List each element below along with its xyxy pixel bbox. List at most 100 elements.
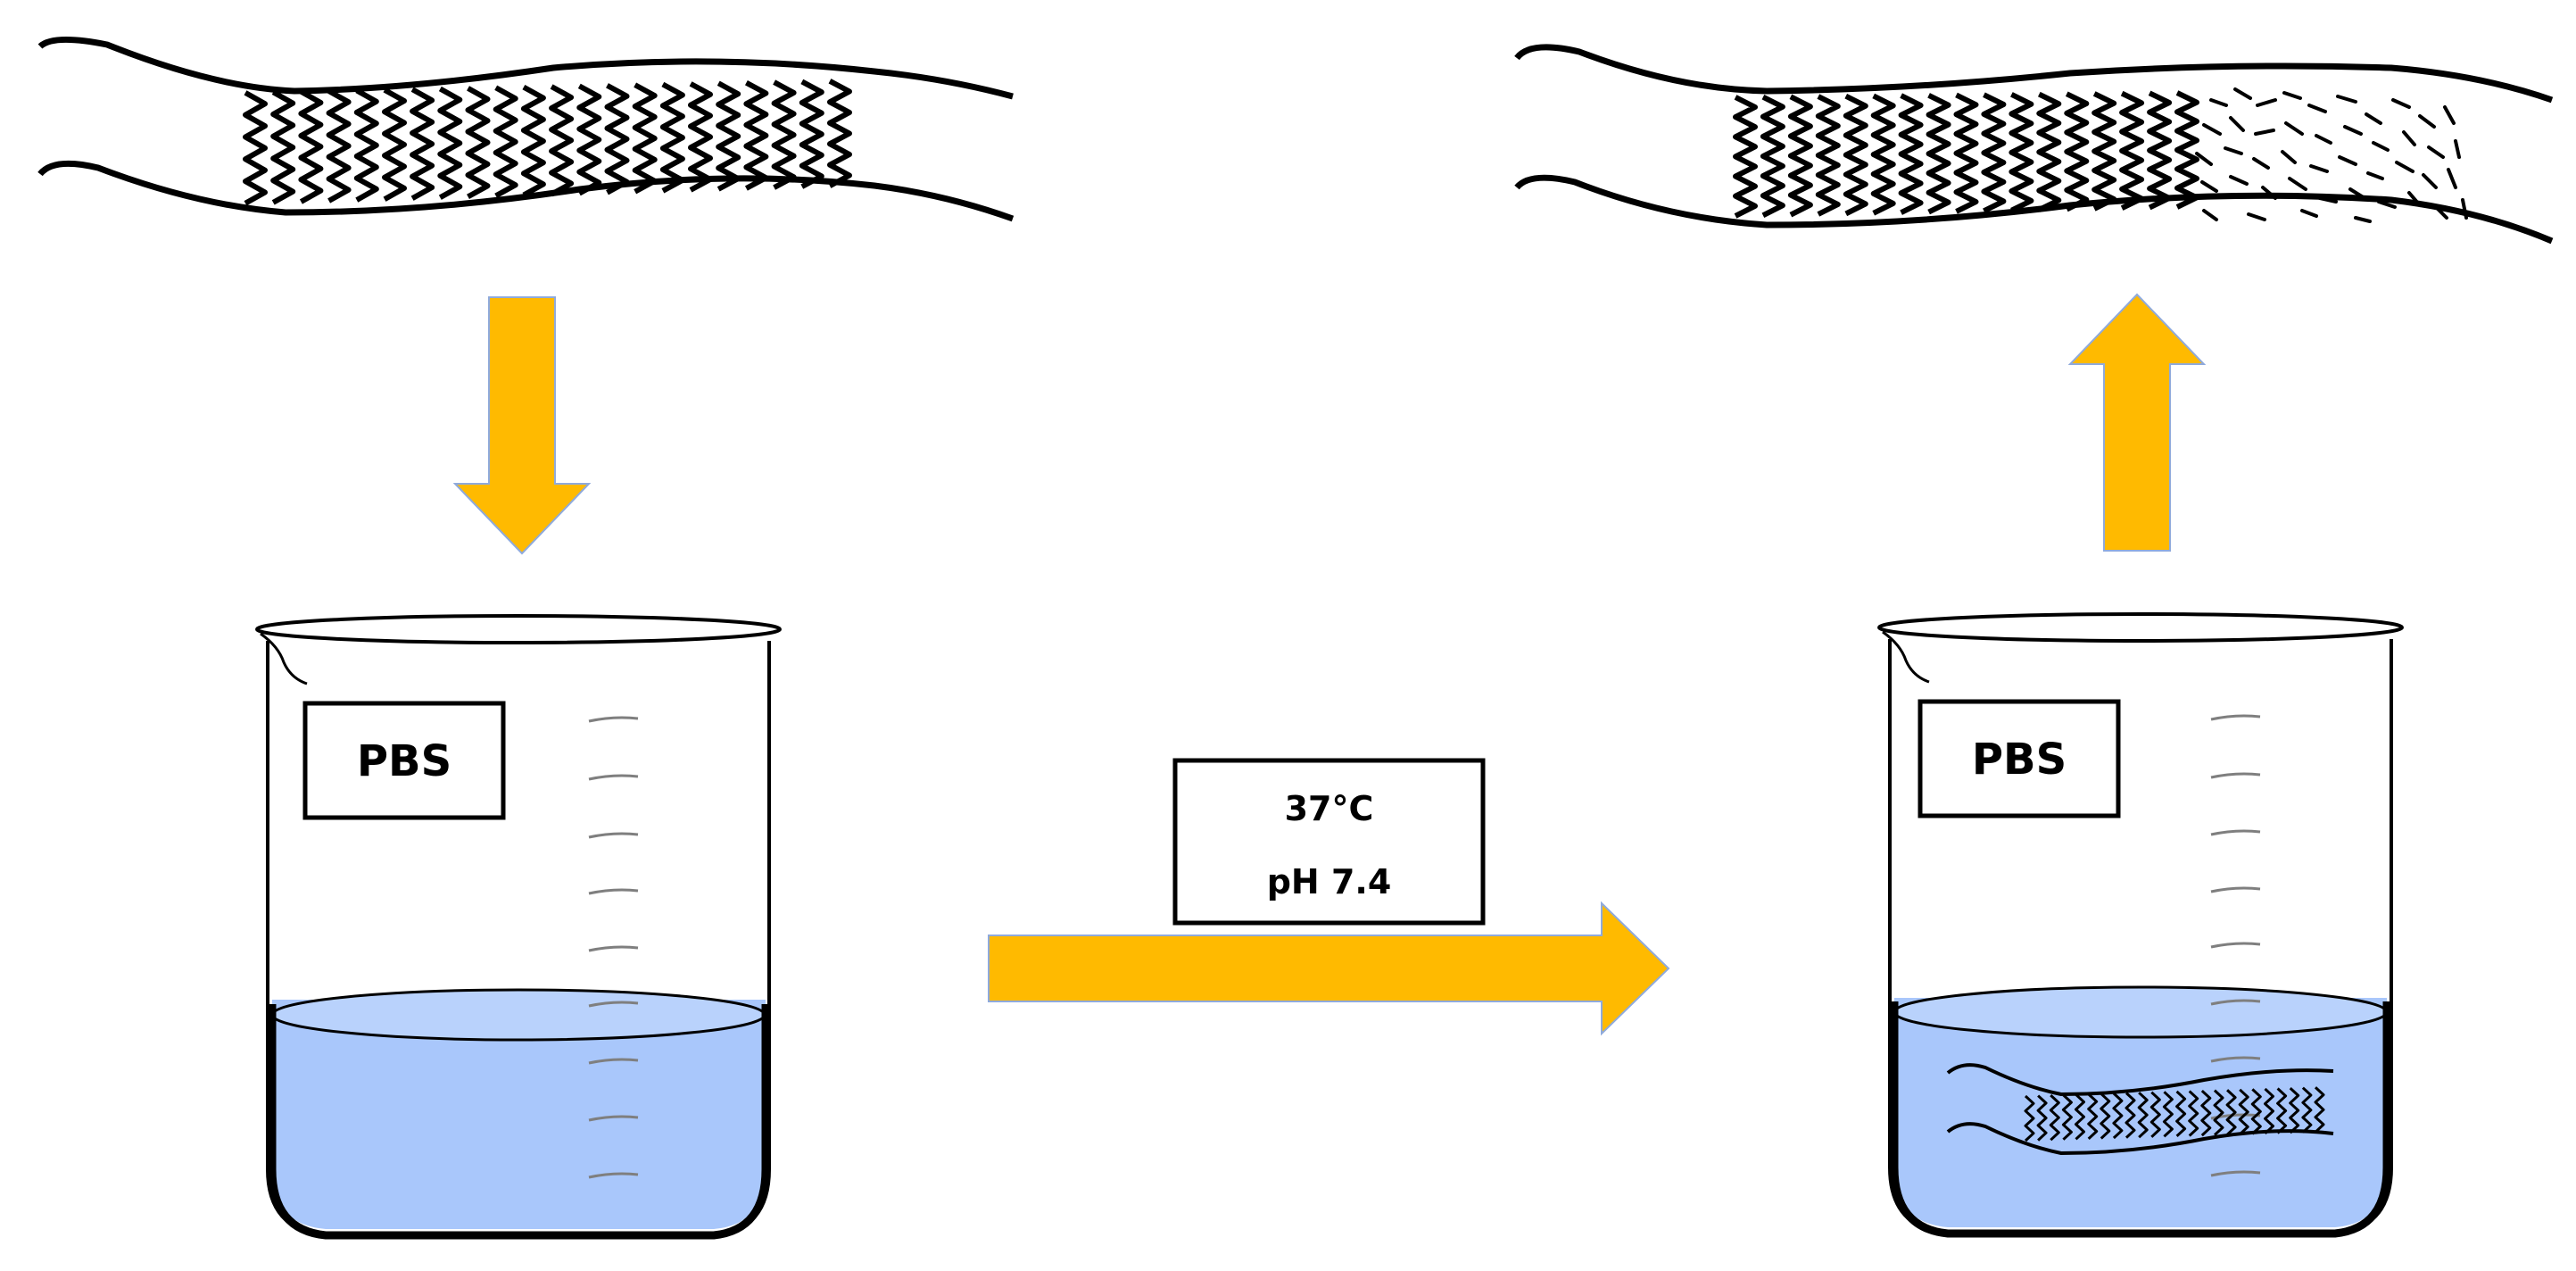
stent-strut bbox=[827, 79, 852, 188]
stent-fragment bbox=[2407, 191, 2422, 207]
stent-fragment bbox=[2284, 121, 2304, 136]
stent-strut bbox=[604, 83, 630, 195]
stent-fragment bbox=[2247, 212, 2266, 221]
immersed-vessel-bottom bbox=[1946, 1122, 2334, 1156]
intact-stent-mesh bbox=[243, 79, 852, 206]
stent-strut bbox=[2238, 1088, 2249, 1135]
pbs-label-box-left bbox=[302, 701, 506, 820]
stent-fragment bbox=[2336, 95, 2357, 104]
vessel-top-wall bbox=[37, 36, 1014, 100]
stent-fragment bbox=[2281, 150, 2297, 164]
stent-strut bbox=[2087, 1092, 2099, 1140]
graduation-mark bbox=[588, 888, 639, 895]
stent-strut bbox=[2049, 1094, 2060, 1142]
stent-strut bbox=[799, 79, 824, 189]
graduation-mark bbox=[2210, 1170, 2261, 1177]
stent-strut bbox=[270, 89, 296, 205]
ph-label: pH 7.4 bbox=[1266, 862, 1392, 901]
liquid-surface-right bbox=[1893, 985, 2389, 1039]
stent-strut bbox=[520, 85, 546, 198]
conditions-box bbox=[1172, 758, 1486, 926]
graduation-mark bbox=[2210, 714, 2261, 721]
beaker-right-rim bbox=[1877, 612, 2404, 643]
stent-strut bbox=[716, 80, 741, 192]
stent-fragment bbox=[2309, 164, 2329, 173]
stent-strut bbox=[743, 80, 769, 191]
stent-strut bbox=[1815, 94, 1841, 217]
stent-strut bbox=[2250, 1088, 2262, 1135]
stent-strut bbox=[2149, 1091, 2161, 1138]
stent-strut bbox=[632, 82, 658, 195]
stent-strut bbox=[2036, 1094, 2048, 1142]
stent-fragment bbox=[2256, 98, 2277, 107]
liquid-surface-left bbox=[270, 988, 766, 1042]
stent-strut bbox=[298, 89, 324, 204]
graduation-mark bbox=[2210, 829, 2261, 836]
stent-fragment bbox=[2209, 98, 2228, 107]
stent-strut bbox=[1843, 94, 1868, 217]
beaker-left-spout bbox=[260, 632, 308, 685]
stent-strut bbox=[576, 83, 602, 196]
stent-fragment bbox=[2318, 196, 2338, 204]
remaining-stent-mesh bbox=[1733, 90, 2199, 219]
stent-fragment bbox=[2229, 175, 2249, 186]
stent-fragment bbox=[2224, 146, 2243, 155]
stent-fragment bbox=[2282, 91, 2302, 100]
stent-strut bbox=[1870, 93, 1896, 216]
stent-strut bbox=[2225, 1089, 2237, 1136]
stent-strut bbox=[2125, 1092, 2136, 1139]
stent-fragment bbox=[2377, 200, 2397, 209]
stent-strut bbox=[2213, 1089, 2224, 1136]
stent-fragment bbox=[2338, 155, 2357, 166]
down-arrow bbox=[452, 296, 592, 555]
stent-strut bbox=[2009, 92, 2034, 213]
right-beaker bbox=[1877, 612, 2404, 1238]
stent-fragment bbox=[2461, 198, 2468, 220]
stent-fragment bbox=[2300, 209, 2318, 218]
stent-fragment bbox=[2200, 180, 2218, 193]
stent-fragment bbox=[2418, 114, 2436, 129]
graduation-mark bbox=[2210, 999, 2261, 1006]
stent-fragment bbox=[2202, 209, 2218, 221]
beaker-right-spout bbox=[1882, 630, 1930, 684]
immersed-stent-mesh bbox=[2024, 1086, 2325, 1142]
stent-strut bbox=[688, 81, 713, 193]
stent-fragment bbox=[2354, 216, 2372, 223]
stent-strut bbox=[2276, 1087, 2288, 1134]
stent-strut bbox=[1898, 93, 1924, 215]
graduation-mark bbox=[2210, 772, 2261, 779]
stent-strut bbox=[2036, 91, 2062, 212]
stent-strut bbox=[1787, 94, 1813, 218]
stent-strut bbox=[2091, 91, 2117, 212]
stent-fragment bbox=[2195, 152, 2213, 166]
stent-strut bbox=[2064, 91, 2090, 212]
pbs-label-box-right bbox=[1918, 699, 2121, 818]
pbs-label-right: PBS bbox=[1971, 735, 2067, 785]
vessel-with-degraded-stent bbox=[1514, 44, 2554, 245]
stent-fragment bbox=[2229, 116, 2245, 132]
stent-strut bbox=[2112, 1092, 2124, 1140]
stent-strut bbox=[2175, 1090, 2187, 1138]
pbs-label-left: PBS bbox=[356, 736, 452, 786]
stent-fragment bbox=[2391, 98, 2411, 109]
stent-fragment bbox=[2443, 105, 2456, 125]
stent-fragment bbox=[2365, 112, 2382, 125]
stent-strut bbox=[659, 81, 685, 194]
stent-fragment bbox=[2434, 205, 2448, 220]
pbs-liquid-right bbox=[1894, 998, 2387, 1227]
stent-strut bbox=[2137, 1092, 2149, 1139]
stent-strut bbox=[465, 86, 491, 200]
stent-strut bbox=[1981, 92, 2007, 213]
pbs-liquid-left bbox=[272, 1000, 766, 1229]
stent-strut bbox=[1926, 93, 1951, 215]
graduation-mark bbox=[588, 716, 639, 723]
stent-strut bbox=[2024, 1094, 2035, 1142]
stent-fragment bbox=[2348, 187, 2366, 200]
graduation-mark bbox=[588, 1001, 639, 1008]
graduation-mark bbox=[2210, 886, 2261, 893]
stent-strut bbox=[437, 86, 463, 200]
graduation-marks-left bbox=[588, 716, 639, 1179]
stent-fragment bbox=[2252, 157, 2270, 170]
stent-strut bbox=[2162, 1091, 2174, 1138]
graduation-mark bbox=[2210, 942, 2261, 949]
